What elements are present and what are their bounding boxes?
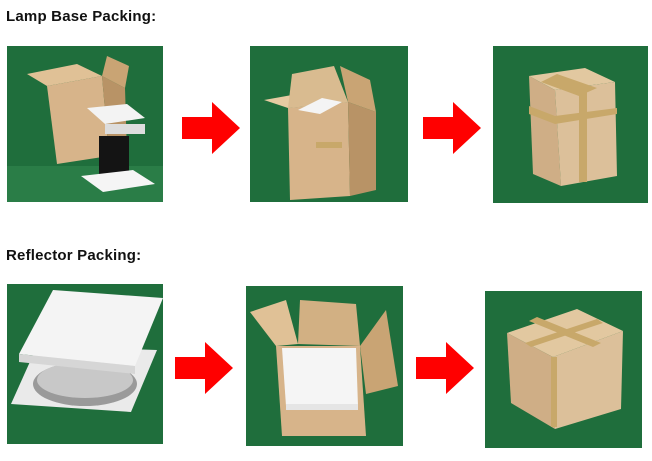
lamp-base-open-box-photo	[7, 46, 163, 202]
arrow-right-icon	[182, 102, 240, 154]
reflector-sealed-box-photo	[485, 291, 642, 448]
lamp-base-packed-box-photo	[250, 46, 408, 202]
reflector-foam-photo	[7, 284, 163, 444]
lamp-base-sealed-box-photo	[493, 46, 648, 203]
arrow-right-icon	[423, 102, 481, 154]
arrow-right-icon	[416, 342, 474, 394]
reflector-open-box-photo	[246, 286, 403, 446]
reflector-heading: Reflector Packing:	[6, 247, 142, 264]
lamp-base-heading: Lamp Base Packing:	[6, 8, 157, 25]
arrow-right-icon	[175, 342, 233, 394]
